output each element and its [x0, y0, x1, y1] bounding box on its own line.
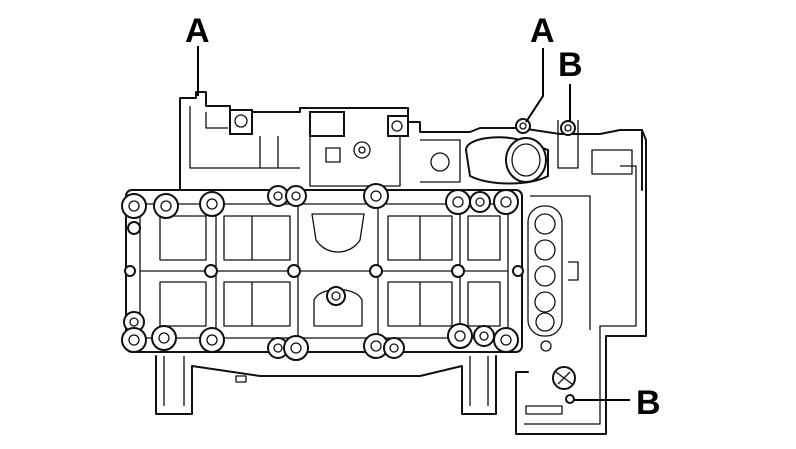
callout-a-right: A [530, 12, 555, 50]
right-housing [515, 129, 647, 435]
sump-plate [121, 183, 524, 361]
bolt-flange-top [121, 183, 519, 235]
bolt-flange-bottom [121, 311, 519, 361]
callout-b-bottom: B [636, 384, 661, 422]
leader-lines [197, 46, 630, 401]
callout-b-top: B [558, 46, 583, 84]
callout-a-left: A [185, 12, 210, 50]
leader-a-right [525, 48, 544, 123]
upper-housing [179, 91, 643, 191]
callout-labels: A A B B [185, 12, 661, 422]
lower-skirt [155, 355, 497, 415]
